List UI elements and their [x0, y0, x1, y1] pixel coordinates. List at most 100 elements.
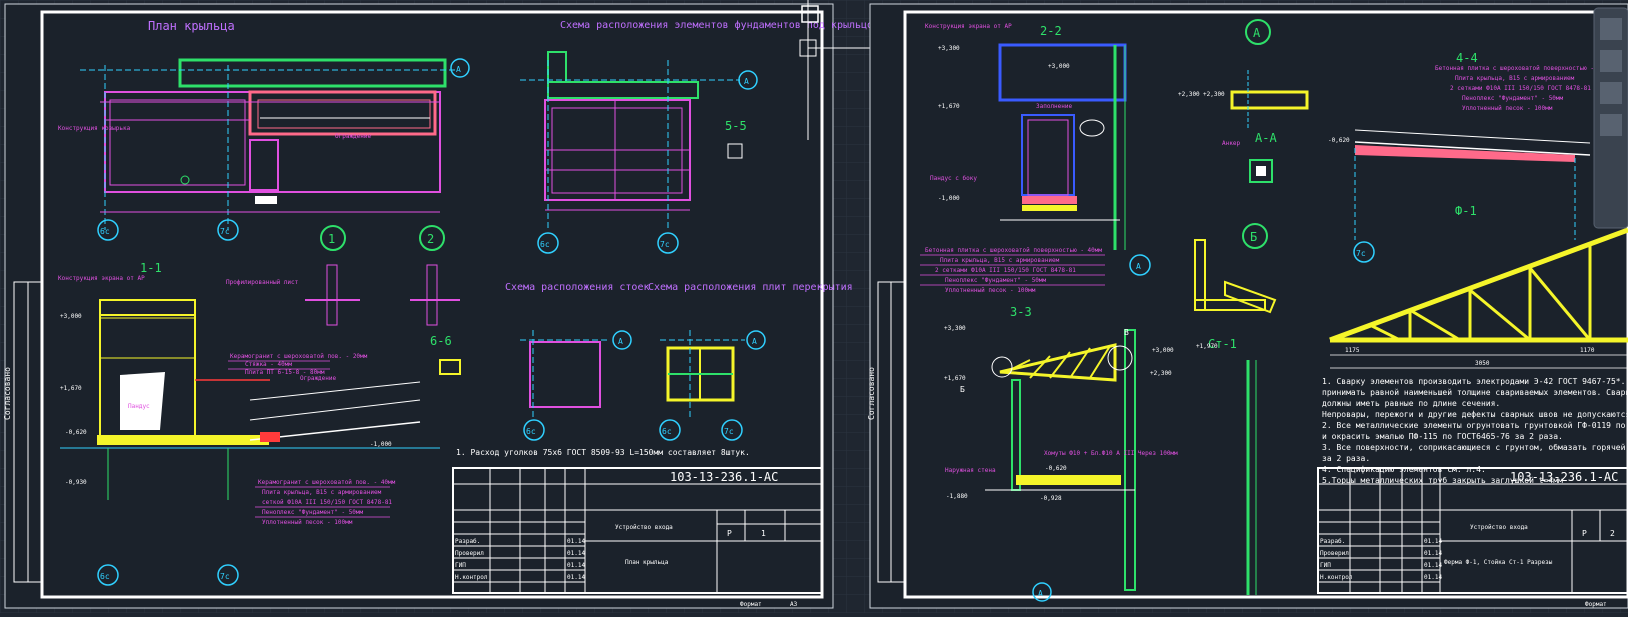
s33-marker-v: В [1124, 328, 1129, 337]
left-role-2: ГИП [455, 562, 466, 569]
anchor-note: Анкер [1222, 140, 1240, 147]
svg-text:5.Торцы металлических труб зак: 5.Торцы металлических труб закрыть заглу… [1322, 475, 1563, 485]
svg-text:2 сетками Ф10А III 150/150 ГОС: 2 сетками Ф10А III 150/150 ГОСТ 8478-81 [1450, 85, 1591, 92]
right-role-2: ГИП [1320, 562, 1331, 569]
right-stamp-sheet-title: Ферма Ф-1, Стойка Ст-1 Разрезы [1444, 559, 1553, 566]
svg-text:Пеноплекс "Фундамент" - 50мм: Пеноплекс "Фундамент" - 50мм [262, 509, 364, 516]
right-date-3: 01.14 [1424, 574, 1442, 581]
node-b-drawing [1194, 239, 1277, 314]
columns-scheme-drawing [520, 330, 610, 420]
section-1-1-drawing [60, 299, 440, 500]
s33-level-3300: +3,300 [944, 325, 966, 332]
s11-top-layers: Керамогранит с шероховатой пов. - 20мм С… [228, 353, 368, 376]
left-date-0: 01.14 [567, 538, 585, 545]
svg-text:Плита крыльца, В15 с армирован: Плита крыльца, В15 с армированием [940, 257, 1060, 264]
s11-visor-note: Конструкция экрана от АР [58, 275, 145, 282]
truss-f1-label: Ф-1 [1455, 204, 1477, 218]
svg-text:Керамогранит с шероховатой пов: Керамогранит с шероховатой пов. - 40мм [258, 479, 396, 486]
s33-axis-a: А [1038, 589, 1043, 598]
left-format-label: Формат [740, 601, 762, 608]
s11-railing-note: Ограждение [300, 375, 337, 382]
svg-text:2 сетками Ф10А III 150/150 ГОС: 2 сетками Ф10А III 150/150 ГОСТ 8478-81 [935, 267, 1076, 274]
svg-text:Плита крыльца, В15 с армирован: Плита крыльца, В15 с армированием [1455, 75, 1575, 82]
svg-text:Уплотненный песок - 100мм: Уплотненный песок - 100мм [1462, 105, 1553, 112]
section-2-2-drawing [998, 43, 1127, 250]
plan-axis-6c: 6с [100, 227, 110, 236]
foundation-axis-6c: 6с [540, 240, 550, 249]
s33-tree-note: Хомуты Ф10 + Бл.Ф10 А III Через 100мм [1044, 450, 1178, 457]
s33-level-2300: +2,300 [1150, 370, 1172, 377]
node-a-drawing [1230, 70, 1309, 183]
left-stamp-stage: Р [727, 529, 732, 538]
level-plus-3000: +3,000 [60, 313, 82, 320]
svg-text:4. Спецификацию элементов см.: 4. Спецификацию элементов см. л.4. [1322, 465, 1486, 474]
slabs-axis-7c: 7с [724, 427, 734, 436]
s22-axis-a: А [1136, 262, 1141, 271]
right-stamp-code: 103-13-236.1-АС [1510, 470, 1618, 484]
left-note: 1. Расход уголков 75х6 ГОСТ 8509-93 L=15… [456, 448, 750, 457]
level-plus-1670: +1,670 [60, 385, 82, 392]
orbit-icon[interactable] [1600, 82, 1622, 104]
showmotion-icon[interactable] [1600, 114, 1622, 136]
s11-layers-legend: Керамогранит с шероховатой пов. - 40мм П… [255, 479, 396, 526]
svg-text:Уплотненный песок - 100мм: Уплотненный песок - 100мм [945, 287, 1036, 294]
navigation-bar[interactable] [1593, 7, 1628, 229]
svg-text:3. Все поверхности, соприкасаю: 3. Все поверхности, соприкасающиеся с гр… [1322, 442, 1628, 452]
node-2-label: 2 [427, 232, 434, 246]
right-title-block [1317, 467, 1628, 594]
right-role-3: Н.контрол [1320, 574, 1353, 581]
s22-level-3000: +3,000 [1048, 63, 1070, 70]
s44-axis-7c: 7с [1356, 249, 1366, 258]
s33-level-minus-0620: -0,620 [1045, 465, 1067, 472]
left-stamp-project: Устройство входа [615, 524, 673, 531]
svg-text:Плита ПТ 6-15-8 - 80мм: Плита ПТ 6-15-8 - 80мм [245, 369, 325, 376]
plan-railing-note: Ограждение [335, 133, 372, 140]
s33-wall-note: Наружная стена [945, 467, 996, 474]
s11-profile-note: Профилированный лист [226, 279, 299, 286]
column-st1-drawing [1246, 360, 1257, 595]
truss-dim-1: 3050 [1475, 360, 1490, 367]
pan-icon[interactable] [1600, 18, 1622, 40]
truss-f1-drawing [1329, 227, 1628, 369]
svg-text:должны иметь равные по длине с: должны иметь равные по длине сечения. [1322, 399, 1500, 408]
svg-text:принимать равной наименьшей то: принимать равной наименьшей толщине свар… [1322, 388, 1628, 397]
left-role-1: Проверил [455, 550, 484, 557]
svg-text:Пеноплекс "Фундамент" - 50мм: Пеноплекс "Фундамент" - 50мм [1462, 95, 1564, 102]
right-role-0: Разраб. [1320, 538, 1345, 545]
left-stamp-sheet-title: План крыльца [625, 559, 669, 566]
section-4-4-label: 4-4 [1456, 51, 1478, 65]
left-sheet[interactable]: Согласовано План крыльца Конструкция коз… [3, 3, 873, 609]
s33-level-minus-0928: -0,928 [1040, 495, 1062, 502]
zoom-icon[interactable] [1600, 50, 1622, 72]
left-role-0: Разраб. [455, 538, 480, 545]
s33-marker-b: Б [960, 385, 965, 394]
truss-dim-2: 1170 [1580, 347, 1595, 354]
section-6-6-label: 6-6 [430, 334, 452, 348]
left-side-label: Согласовано [3, 367, 12, 420]
porch-plan-drawing [80, 58, 455, 230]
node-a-label: А [1253, 26, 1261, 40]
right-format-label: Формат [1585, 601, 1607, 608]
st1-level-1970: +1,970 [1196, 343, 1218, 350]
left-date-1: 01.14 [567, 550, 585, 557]
node-details [305, 264, 461, 375]
s22-ramp-side: Пандус с боку [930, 175, 977, 182]
right-date-1: 01.14 [1424, 550, 1442, 557]
foundation-title: Схема расположения элементов фундаментов… [560, 19, 873, 31]
level-minus-0620: -0,620 [65, 429, 87, 436]
columns-axis-6c: 6с [526, 427, 536, 436]
foundation-axis-7c: 7с [660, 240, 670, 249]
s44-level: -0,620 [1328, 137, 1350, 144]
section-3-3-label: 3-3 [1010, 305, 1032, 319]
right-sheet[interactable]: Согласовано 2-2 А +3,300 +3,000 +1,670 -… [867, 3, 1628, 609]
truss-dim-0: 1175 [1345, 347, 1360, 354]
slabs-scheme-drawing [660, 330, 745, 420]
plan-canopy-note: Конструкция козырька [58, 125, 131, 132]
plan-axis-a: А [456, 65, 461, 74]
node-a-level: +2,300 [1203, 91, 1225, 98]
section-st1-label: Ст-1 [1208, 337, 1237, 351]
node-b-label: Б [1250, 230, 1257, 244]
section-3-3-drawing [985, 329, 1136, 591]
